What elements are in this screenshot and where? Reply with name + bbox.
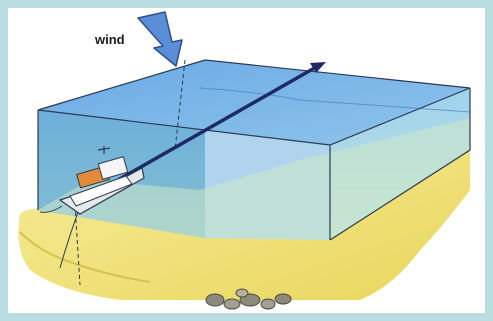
wind-label: wind: [94, 32, 125, 47]
